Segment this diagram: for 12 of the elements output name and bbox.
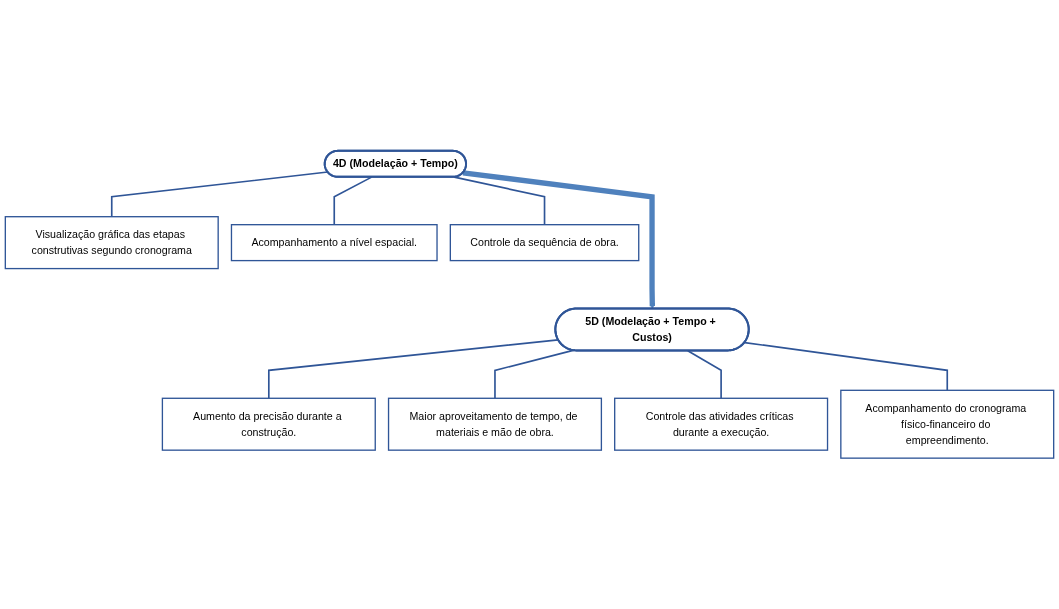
node-box: Maior aproveitamento de tempo, de materiais e mão de obra. [387,397,603,451]
node-box: Acompanhamento a nível espacial. [230,224,438,262]
connector [494,349,574,400]
node-box: Acompanhamento do cronograma físico-financeiro do empreendimento. [840,389,1055,459]
arrow [462,170,656,310]
connector [110,171,329,218]
connector [743,341,949,392]
connector [453,176,546,226]
node-box: Controle das atividades críticas durante a execução. [614,397,829,451]
node-box: Aumento da precisão durante a construção. [161,397,376,451]
node-box: Visualização gráfica das etapas construtivas segundo cronograma [4,216,219,270]
node-box: Controle da sequência de obra. [449,224,640,262]
